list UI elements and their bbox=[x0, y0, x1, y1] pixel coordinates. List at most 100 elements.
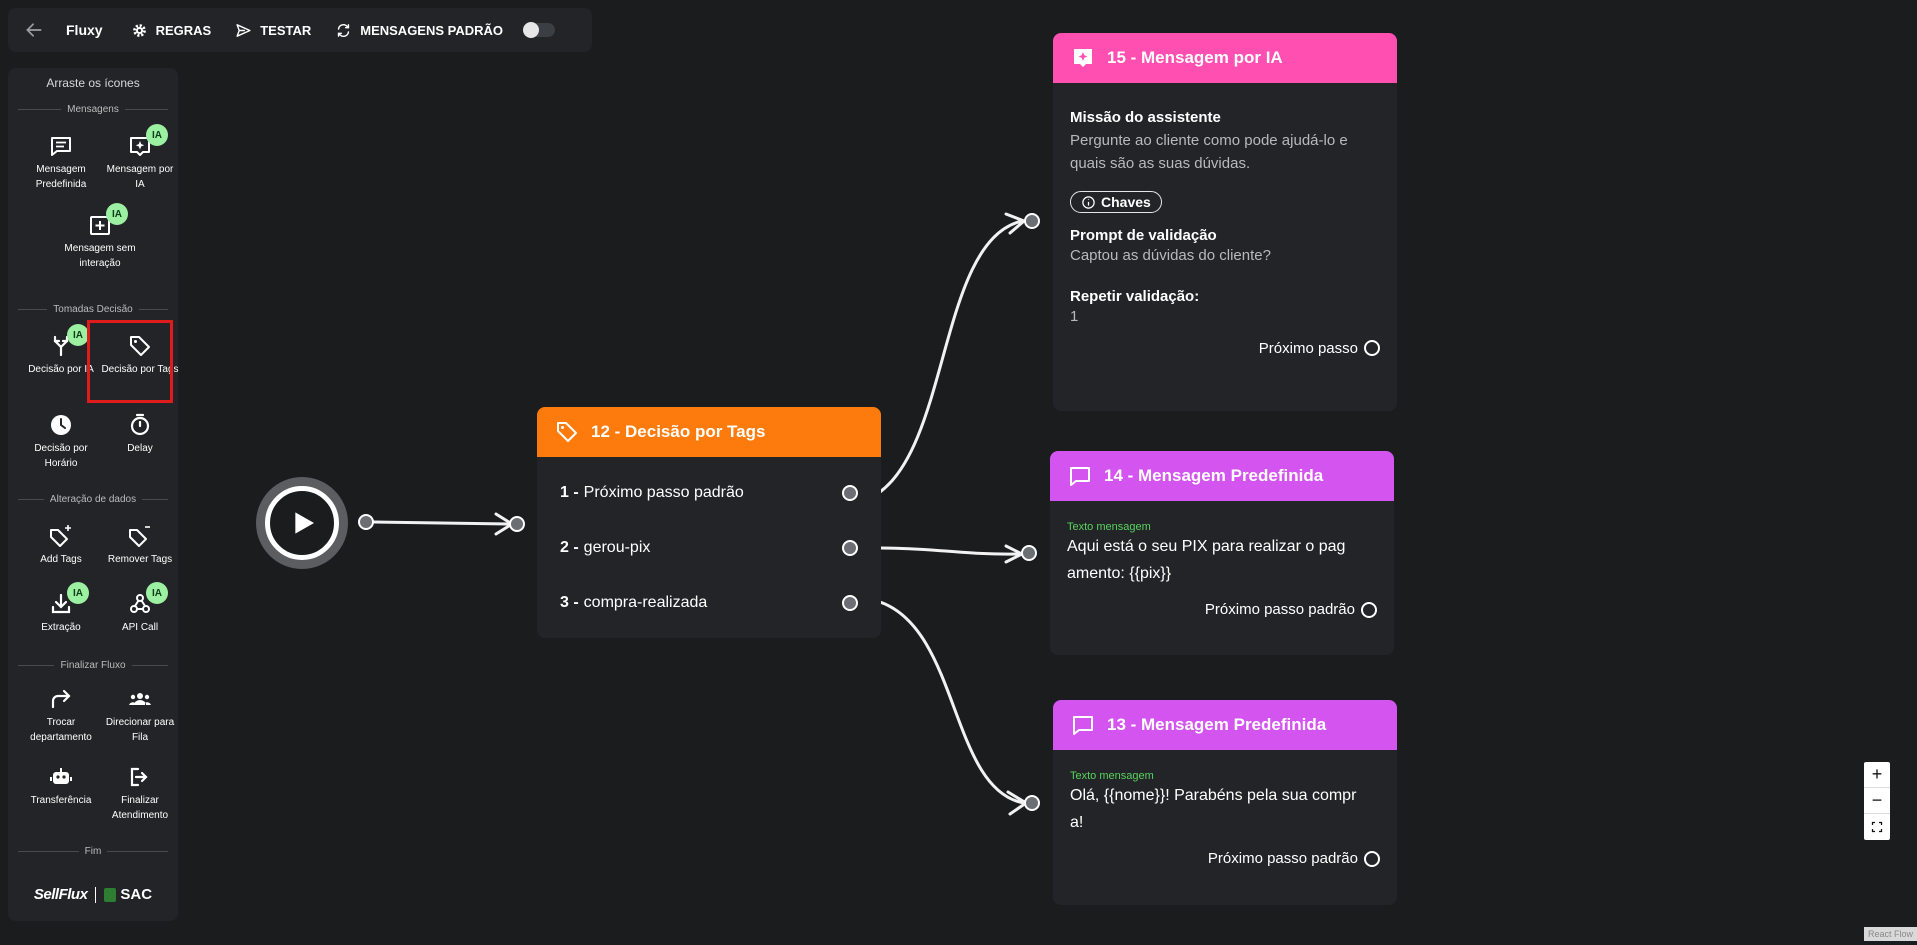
zoom-controls: + − bbox=[1864, 762, 1890, 840]
tag-row: 1 - Próximo passo padrão bbox=[537, 465, 881, 520]
node-title: 15 - Mensagem por IA bbox=[1107, 48, 1283, 67]
message-square-icon bbox=[1070, 467, 1090, 486]
palette-item-label: Delay bbox=[127, 443, 153, 454]
ai-input-handle[interactable] bbox=[1024, 213, 1040, 229]
palette-item-label: API Call bbox=[121, 622, 159, 633]
palette-item-ai-message[interactable]: IA Mensagem por IA bbox=[101, 124, 179, 192]
palette-item-predefined-message[interactable]: Mensagem Predefinida bbox=[22, 134, 100, 192]
prompt-label: Prompt de validação bbox=[1070, 226, 1217, 244]
node-tag-decision[interactable]: 12 - Decisão por Tags 1 - Próximo passo … bbox=[537, 407, 881, 638]
test-button[interactable]: TESTAR bbox=[235, 22, 311, 39]
next-step-handle[interactable] bbox=[1361, 601, 1377, 618]
next-step-handle[interactable] bbox=[1364, 850, 1380, 867]
palette-item-ai-decision[interactable]: IA Decisão por IA bbox=[22, 324, 100, 377]
ai-message-icon bbox=[1074, 49, 1092, 67]
footer-divider bbox=[95, 886, 97, 903]
msg13-input-handle[interactable] bbox=[1024, 795, 1040, 811]
tags-input-handle[interactable] bbox=[509, 516, 525, 532]
palette-item-change-department[interactable]: Trocar departamento bbox=[22, 687, 100, 745]
palette-item-api-call[interactable]: IA API Call bbox=[101, 582, 179, 635]
repeat-label: Repetir validação: bbox=[1070, 287, 1200, 305]
ia-badge: IA bbox=[67, 324, 89, 346]
tag-row-number: 1 - bbox=[560, 483, 579, 501]
default-messages-label: MENSAGENS PADRÃO bbox=[360, 22, 504, 38]
edge-start-to-tags bbox=[372, 520, 512, 526]
play-button[interactable] bbox=[265, 486, 339, 560]
rules-button[interactable]: REGRAS bbox=[131, 22, 212, 39]
start-node[interactable] bbox=[256, 477, 348, 569]
users-group-icon bbox=[129, 693, 151, 705]
node-title: 12 - Decisão por Tags bbox=[591, 422, 766, 441]
ia-badge: IA bbox=[146, 582, 168, 604]
palette-item-tag-decision[interactable]: Decisão por Tags bbox=[101, 334, 179, 377]
zoom-out-button[interactable]: − bbox=[1864, 788, 1890, 814]
tag-plus-icon bbox=[50, 525, 71, 547]
palette-item-message-no-interaction[interactable]: IA Mensagem sem interação bbox=[61, 203, 139, 271]
ia-badge: IA bbox=[67, 582, 89, 604]
message-text-label: Texto mensagem bbox=[1067, 521, 1151, 533]
react-flow-attribution[interactable]: React Flow bbox=[1863, 927, 1917, 941]
node-body: Texto mensagem Olá, {{nome}}! Parabéns p… bbox=[1053, 750, 1397, 867]
palette-item-label: Decisão por IA bbox=[28, 364, 94, 375]
node-header: 12 - Decisão por Tags bbox=[537, 407, 881, 457]
top-toolbar: Fluxy REGRAS TESTAR MENSAGENS PADRÃO bbox=[8, 8, 592, 52]
palette-item-remove-tags[interactable]: Remover Tags bbox=[101, 524, 179, 567]
msg14-input-handle[interactable] bbox=[1021, 545, 1037, 561]
node-body: Missão do assistente Pergunte ao cliente… bbox=[1053, 83, 1397, 357]
default-messages-toggle[interactable] bbox=[523, 22, 556, 38]
node-ai-message[interactable]: 15 - Mensagem por IA Missão do assistent… bbox=[1053, 33, 1397, 411]
node-predefined-message-13[interactable]: 13 - Mensagem Predefinida Texto mensagem… bbox=[1053, 700, 1397, 905]
next-step-label: Próximo passo padrão bbox=[1207, 850, 1358, 867]
node-predefined-message-14[interactable]: 14 - Mensagem Predefinida Texto mensagem… bbox=[1050, 451, 1394, 655]
message-text: Aqui está o seu PIX para realizar o pag … bbox=[1067, 538, 1346, 582]
next-step-label: Próximo passo bbox=[1258, 339, 1358, 357]
zoom-in-button[interactable]: + bbox=[1864, 762, 1890, 788]
next-step-row: Próximo passo bbox=[1070, 340, 1380, 357]
palette-item-transfer[interactable]: Transferência bbox=[22, 765, 100, 808]
tag-row: 3 - compra-realizada bbox=[537, 575, 881, 630]
tag-row-output-handle[interactable] bbox=[842, 539, 858, 556]
tag-row-output-handle[interactable] bbox=[842, 484, 858, 501]
info-icon bbox=[1082, 195, 1095, 209]
palette-title: Arraste os ícones bbox=[46, 76, 140, 90]
message-text-label: Texto mensagem bbox=[1070, 770, 1154, 782]
palette-item-label: Mensagem por IA bbox=[106, 164, 174, 190]
palette-item-label: Finalizar Atendimento bbox=[111, 795, 169, 821]
palette-item-finish-service[interactable]: Finalizar Atendimento bbox=[101, 765, 179, 823]
clock-icon bbox=[51, 415, 71, 435]
section-data: Alteração de dados bbox=[18, 494, 168, 505]
tag-row-number: 2 - bbox=[560, 538, 579, 556]
node-header: 13 - Mensagem Predefinida bbox=[1053, 700, 1397, 750]
robot-icon bbox=[50, 768, 72, 784]
tag-row-output-handle[interactable] bbox=[842, 594, 858, 611]
tag-row-label: Próximo passo padrão bbox=[583, 483, 744, 501]
palette-item-delay[interactable]: Delay bbox=[101, 413, 179, 456]
palette-item-queue[interactable]: Direcionar para Fila bbox=[101, 687, 179, 745]
palette-item-time-decision[interactable]: Decisão por Horário bbox=[22, 413, 100, 471]
gear-icon bbox=[132, 23, 146, 37]
send-icon bbox=[236, 23, 251, 37]
edge-tags-to-msg13 bbox=[878, 600, 1026, 805]
sac-label: SAC bbox=[120, 886, 153, 903]
node-palette: Arraste os ícones Mensagens Mensagem Pre… bbox=[8, 68, 179, 921]
next-step-handle[interactable] bbox=[1364, 340, 1380, 356]
node-title: 13 - Mensagem Predefinida bbox=[1107, 715, 1327, 734]
section-end: Fim bbox=[18, 846, 168, 857]
palette-item-label: Decisão por Horário bbox=[34, 443, 88, 469]
palette-item-extraction[interactable]: IA Extração bbox=[22, 582, 100, 635]
node-header: 15 - Mensagem por IA bbox=[1053, 33, 1397, 83]
start-output-handle[interactable] bbox=[358, 514, 374, 530]
keys-button[interactable]: Chaves bbox=[1070, 191, 1162, 213]
palette-item-label: Mensagem Predefinida bbox=[35, 164, 87, 190]
ia-badge: IA bbox=[146, 124, 168, 146]
sellflux-logo: SellFlux bbox=[33, 886, 88, 903]
default-messages-button[interactable]: MENSAGENS PADRÃO bbox=[335, 22, 503, 39]
palette-item-add-tags[interactable]: Add Tags bbox=[22, 524, 100, 567]
tag-minus-icon bbox=[129, 526, 150, 547]
fit-view-button[interactable] bbox=[1864, 814, 1890, 840]
repeat-value: 1 bbox=[1070, 307, 1079, 325]
rules-label: REGRAS bbox=[155, 22, 212, 38]
back-arrow-icon[interactable] bbox=[20, 16, 48, 44]
mission-text: Pergunte ao cliente como pode ajudá-lo e… bbox=[1070, 132, 1348, 172]
